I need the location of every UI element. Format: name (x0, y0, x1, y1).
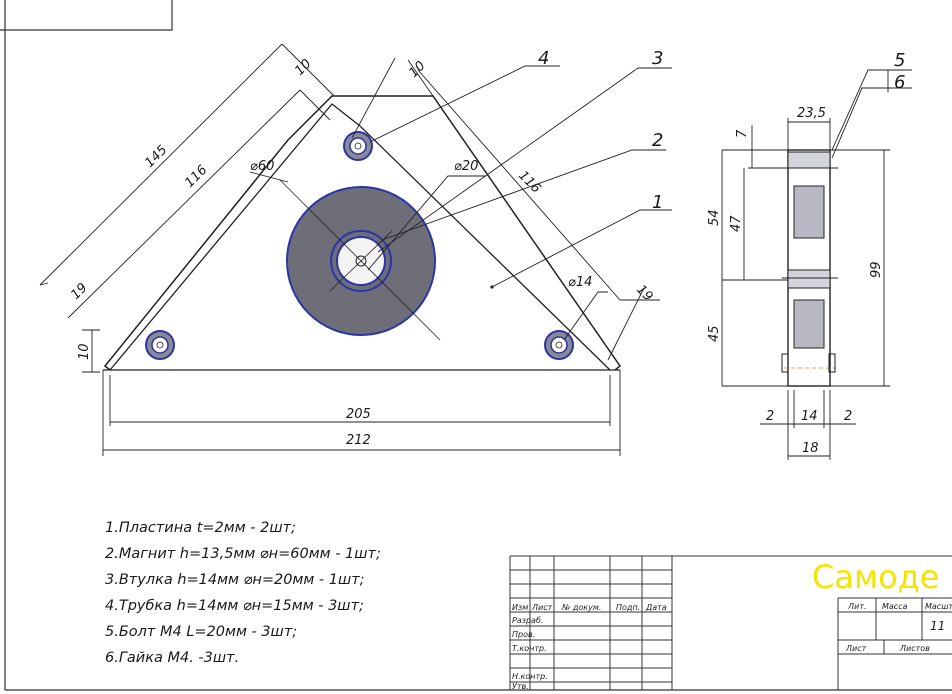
bushing-ring (330, 230, 392, 292)
dim-116-left: 116 (182, 163, 210, 191)
spec-line-5: 5.Болт М4 L=20мм - 3шт; (105, 624, 297, 640)
callout-5: 5 (894, 50, 905, 71)
spec-line-2: 2.Магнит h=13,5мм ⌀н=60мм - 1шт; (105, 546, 381, 562)
spec-line-1: 1.Пластина t=2мм - 2шт; (105, 520, 296, 536)
tb-list: Лист (531, 603, 553, 612)
dim-116-right: 116 (515, 168, 543, 196)
dim-212: 212 (346, 433, 371, 448)
dim-dia-60: ⌀60 (250, 159, 274, 174)
tb-tkontr: Т.контр. (512, 644, 547, 653)
dim-99: 99 (869, 261, 884, 278)
tb-value-11: 11 (930, 619, 945, 633)
tube-hole-right (544, 330, 574, 360)
callout-leaders (249, 65, 672, 341)
tb-prov: Пров. (512, 630, 535, 639)
tb-masshtab: Масшт (925, 602, 952, 611)
tb-data: Дата (645, 603, 667, 612)
dim-23-5: 23,5 (797, 106, 826, 121)
dim-205: 205 (346, 407, 371, 422)
dim-18: 18 (802, 441, 819, 456)
tube-hole-left (145, 330, 175, 360)
callout-4: 4 (538, 48, 549, 69)
dim-54: 54 (707, 209, 722, 226)
tb-list2: Лист (845, 644, 867, 653)
front-view: 145 116 10 10 116 19 19 10 ⌀60 ⌀20 ⌀14 2… (39, 43, 672, 456)
front-dimension-lines (39, 43, 660, 456)
tb-lit: Лит. (847, 602, 866, 611)
tb-razrab: Разраб. (512, 616, 543, 625)
tb-listov: Листов (899, 644, 930, 653)
tb-podp: Подп. (616, 603, 640, 612)
tb-utv: Утв. (512, 682, 529, 691)
dim-10-left: 10 (77, 343, 92, 360)
dim-45: 45 (707, 325, 722, 342)
callout-6: 6 (894, 72, 905, 93)
dim-dia-14: ⌀14 (568, 275, 592, 290)
tb-ndoc: № докум. (561, 603, 601, 612)
dim-19-right: 19 (633, 282, 655, 304)
callout-2: 2 (652, 130, 663, 151)
tb-izm: Изм (512, 603, 528, 612)
dim-2-left: 2 (766, 409, 774, 424)
dim-145: 145 (142, 143, 170, 171)
dim-2-right: 2 (844, 409, 852, 424)
callout-3: 3 (652, 48, 663, 69)
tb-massa: Масса (882, 602, 908, 611)
title-text: Самоде (812, 558, 939, 596)
dim-dia-20: ⌀20 (454, 159, 478, 174)
side-view: 23,5 7 54 47 99 45 2 14 2 18 5 6 (707, 50, 912, 460)
tb-nkontr: Н.контр. (512, 672, 548, 681)
dim-10-top-a: 10 (292, 57, 314, 79)
spec-line-4: 4.Трубка h=14мм ⌀н=15мм - 3шт; (105, 598, 364, 614)
spec-line-3: 3.Втулка h=14мм ⌀н=20мм - 1шт; (105, 572, 365, 588)
dim-14-side: 14 (801, 409, 818, 424)
triangle-plate (103, 95, 622, 371)
side-dimension-lines (721, 69, 912, 460)
spec-list: 1.Пластина t=2мм - 2шт; 2.Магнит h=13,5м… (105, 520, 381, 666)
title-block (509, 555, 952, 690)
dim-7: 7 (735, 129, 750, 138)
spec-line-6: 6.Гайка М4. -3шт. (105, 650, 239, 666)
callout-1: 1 (652, 192, 663, 213)
tube-hole-top (343, 131, 373, 161)
dim-47: 47 (729, 215, 744, 232)
